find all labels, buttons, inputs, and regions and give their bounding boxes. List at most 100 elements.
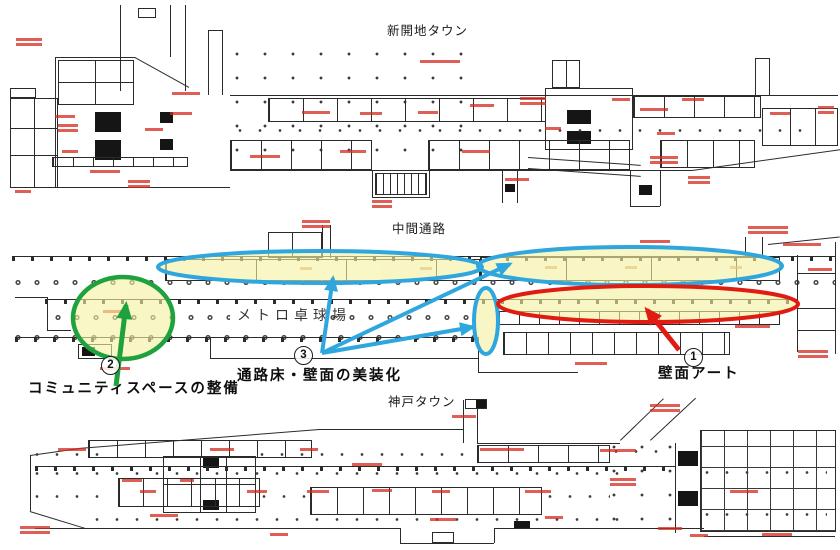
plan-wall-element: [185, 5, 186, 91]
plan-wall-element: [128, 180, 150, 188]
plan-wall-element: [15, 297, 47, 298]
plan-wall-element: [95, 140, 121, 160]
title-shinkaichi-town: 新開地タウン: [387, 24, 469, 38]
plan-wall-element: [180, 479, 194, 482]
plan-wall-element: [262, 494, 307, 499]
plan-wall-element: [517, 170, 518, 203]
plan-wall-element: [62, 150, 78, 153]
plan-wall-element: [463, 400, 464, 443]
plan-wall-element: [372, 489, 392, 492]
plan-wall-element: [160, 139, 173, 150]
plan-wall-element: [203, 458, 219, 468]
plan-wall-element: [400, 528, 401, 543]
plan-wall-element: [340, 150, 366, 153]
plan-wall-element: [505, 184, 515, 192]
plan-wall-element: [494, 528, 704, 529]
plan-wall-element: [250, 155, 280, 158]
annotation-label-beautification: 通路床・壁面の美装化: [237, 368, 402, 384]
plan-wall-element: [302, 111, 330, 114]
annotation-number-2: 2: [101, 356, 120, 375]
plan-wall-element: [247, 490, 267, 493]
plan-wall-element: [47, 330, 71, 331]
plan-wall-element: [302, 220, 330, 228]
plan-wall-element: [755, 58, 756, 96]
plan-wall-element: [260, 452, 470, 457]
plan-wall-element: [90, 170, 120, 173]
plan-wall-element: [95, 112, 121, 132]
plan-wall-element: [208, 30, 209, 95]
plan-wall-element: [478, 372, 578, 373]
title-middle-passage: 中間通路: [392, 222, 447, 236]
plan-wall-element: [735, 325, 770, 328]
plan-wall-element: [640, 240, 670, 243]
plan-wall-element: [705, 512, 827, 517]
plan-wall-element: [797, 330, 835, 331]
plan-wall-element: [514, 521, 530, 528]
plan-wall-element: [15, 337, 478, 342]
plan-wall-element: [748, 226, 788, 234]
title-kobe-town: 神戸タウン: [388, 395, 456, 409]
plan-wall-element: [452, 415, 476, 418]
plan-wall-element: [122, 479, 142, 482]
plan-wall-element: [55, 57, 56, 187]
plan-wall-element: [300, 448, 318, 451]
plan-wall-element: [480, 448, 524, 451]
plan-wall-element: [35, 528, 400, 529]
plan-wall-element: [210, 358, 478, 359]
plan-wall-element: [650, 156, 678, 164]
plan-wall-element: [318, 429, 463, 430]
plan-wall-element: [352, 463, 382, 466]
plan-wall-element: [170, 112, 192, 115]
plan-wall-element: [797, 273, 835, 274]
plan-wall-element: [170, 5, 171, 57]
plan-wall-element: [230, 170, 692, 171]
plan-wall-element: [52, 157, 188, 167]
annotation-number-1: 1: [684, 348, 703, 367]
plan-wall-element: [20, 526, 50, 534]
annotation-number-3: 3: [294, 346, 313, 365]
plan-wall-element: [660, 170, 661, 206]
plan-wall-element: [210, 448, 234, 451]
plan-wall-element: [520, 97, 546, 105]
plan-wall-element: [292, 232, 293, 258]
plan-wall-element: [575, 362, 607, 365]
plan-wall-element: [762, 108, 838, 146]
plan-wall-element: [770, 112, 790, 115]
plan-wall-element: [567, 110, 591, 124]
plan-wall-element: [525, 490, 551, 493]
plan-wall-element: [730, 490, 758, 493]
plan-wall-element: [600, 449, 636, 452]
plan-wall-element: [58, 82, 134, 83]
plan-wall-element: [432, 532, 454, 543]
plan-wall-element: [476, 400, 486, 408]
plan-wall-element: [430, 518, 456, 521]
annotation-label-community-space: コミュニティスペースの整備: [28, 381, 240, 397]
plan-wall-element: [502, 170, 503, 203]
plan-wall-element: [268, 98, 546, 122]
plan-wall-element: [420, 60, 460, 63]
plan-wall-element: [462, 150, 490, 153]
plan-wall-element: [160, 112, 173, 123]
plan-wall-element: [428, 140, 630, 170]
plan-wall-element: [465, 399, 487, 409]
plan-wall-element: [58, 124, 78, 132]
plan-wall-element: [835, 242, 836, 354]
plan-wall-element: [210, 337, 211, 358]
plan-wall-element: [797, 308, 835, 309]
plan-wall-element: [35, 466, 675, 471]
plan-wall-element: [630, 170, 631, 206]
plan-wall-element: [630, 206, 660, 207]
plan-wall-element: [55, 115, 75, 118]
annotation-label-wall-art: 壁面アート: [658, 366, 740, 382]
plan-wall-element: [477, 400, 478, 443]
plan-wall-element: [610, 478, 636, 486]
plan-wall-element: [360, 112, 382, 115]
plan-wall-element: [270, 533, 288, 536]
plan-wall-element: [548, 494, 610, 499]
plan-wall-element: [688, 176, 710, 184]
plan-wall-element: [657, 132, 675, 135]
plan-wall-element: [34, 98, 35, 188]
